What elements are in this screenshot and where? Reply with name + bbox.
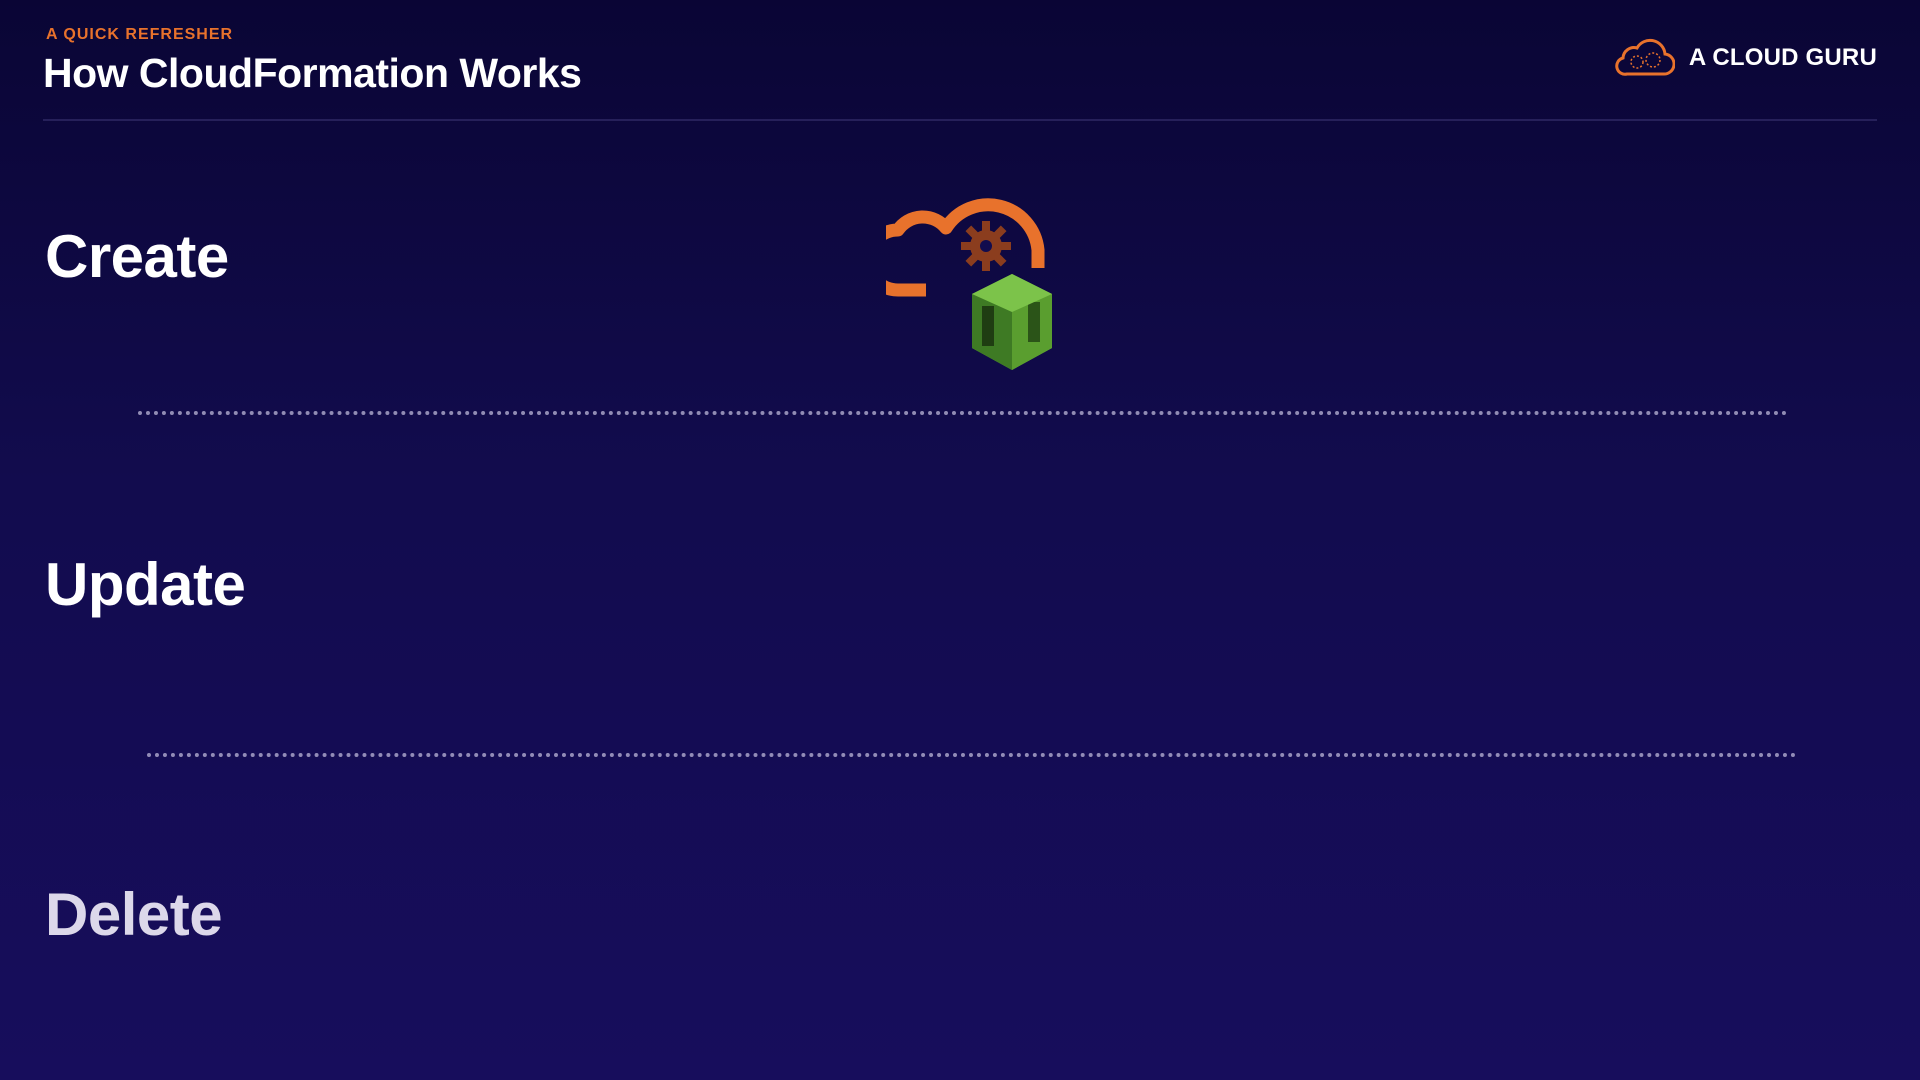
brand-name: A CLOUD GURU [1688, 44, 1877, 71]
header-eyebrow: A QUICK REFRESHER [46, 26, 234, 43]
cloudformation-icon [886, 198, 1052, 370]
gear-icon [961, 221, 1011, 271]
dotted-divider [147, 753, 1797, 757]
brand: A CLOUD GURU [1613, 38, 1877, 78]
step-delete: Delete [45, 881, 223, 948]
cloud-logo-icon [1615, 38, 1675, 76]
header-divider [43, 119, 1877, 121]
page-title: How CloudFormation Works [43, 50, 582, 96]
cloudformation-block [972, 274, 1052, 370]
step-update: Update [45, 551, 246, 618]
dotted-divider [138, 411, 1788, 415]
step-create: Create [45, 223, 229, 290]
